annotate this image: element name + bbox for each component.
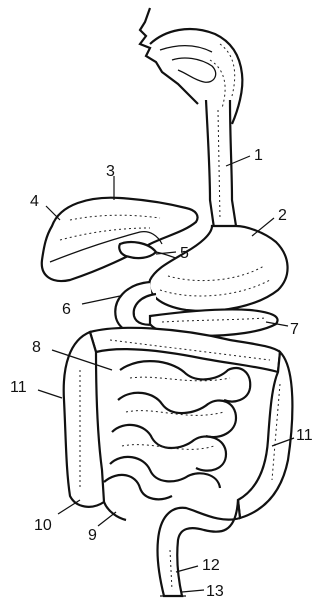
leader-9 bbox=[98, 512, 116, 526]
small-intestine bbox=[104, 361, 250, 499]
label-10: 10 bbox=[34, 517, 52, 534]
head-profile bbox=[140, 8, 242, 124]
appendix bbox=[104, 502, 126, 520]
label-3: 3 bbox=[106, 163, 115, 180]
label-7: 7 bbox=[290, 321, 299, 338]
label-11b: 11 bbox=[296, 427, 313, 444]
leader-6 bbox=[82, 296, 120, 304]
label-6: 6 bbox=[62, 301, 71, 318]
leader-13 bbox=[182, 590, 204, 592]
leader-1 bbox=[226, 156, 250, 166]
label-5: 5 bbox=[180, 245, 189, 262]
label-11a: 11 bbox=[10, 379, 27, 396]
leader-12 bbox=[176, 566, 198, 572]
leader-11a bbox=[38, 390, 62, 398]
label-9: 9 bbox=[88, 527, 97, 544]
label-12: 12 bbox=[202, 557, 220, 574]
label-1: 1 bbox=[254, 147, 263, 164]
label-13: 13 bbox=[206, 583, 224, 600]
label-2: 2 bbox=[278, 207, 287, 224]
label-8: 8 bbox=[32, 339, 41, 356]
leader-4 bbox=[46, 206, 60, 220]
label-4: 4 bbox=[30, 193, 39, 210]
leader-10 bbox=[58, 500, 80, 514]
stomach bbox=[149, 226, 287, 311]
